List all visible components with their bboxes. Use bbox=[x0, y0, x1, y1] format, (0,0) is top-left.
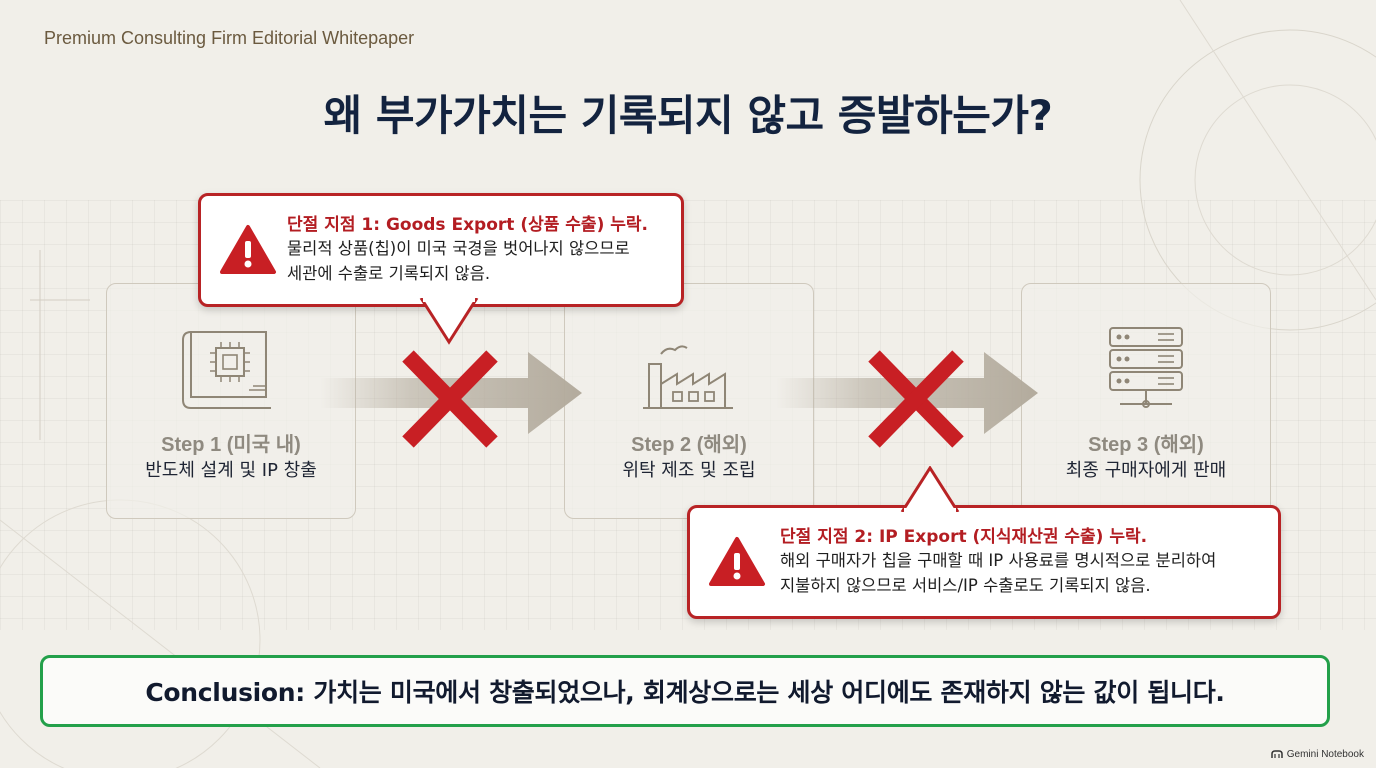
break-x-icon-1 bbox=[402, 350, 498, 448]
callout-1-body: 물리적 상품(칩)이 미국 국경을 벗어나지 않으므로 세관에 수출로 기록되지… bbox=[287, 236, 630, 286]
eyebrow-label: Premium Consulting Firm Editorial Whitep… bbox=[44, 28, 415, 48]
factory-icon bbox=[643, 345, 733, 409]
server-rack-icon bbox=[1109, 327, 1183, 408]
step-3-name: Step 3 (해외) bbox=[1088, 434, 1204, 456]
callout-1-line-1: 물리적 상품(칩)이 미국 국경을 벗어나지 않으므로 bbox=[287, 239, 630, 258]
step-card-1: Step 1 (미국 내) 반도체 설계 및 IP 창출 bbox=[106, 283, 356, 519]
step-2-name: Step 2 (해외) bbox=[631, 434, 747, 456]
callout-2-body: 해외 구매자가 칩을 구매할 때 IP 사용료를 명시적으로 분리하여 지불하지… bbox=[780, 548, 1216, 598]
warning-icon bbox=[709, 537, 765, 586]
callout-break-point-2: 단절 지점 2: IP Export (지식재산권 수출) 누락. 해외 구매자… bbox=[687, 466, 1281, 619]
break-x-icon-2 bbox=[868, 350, 964, 448]
callout-2-line-2: 지불하지 않으므로 서비스/IP 수출로도 기록되지 않음. bbox=[780, 576, 1151, 595]
watermark: Gemini Notebook bbox=[1270, 749, 1364, 760]
callout-break-point-1: 단절 지점 1: Goods Export (상품 수출) 누락. 물리적 상품… bbox=[198, 193, 684, 345]
chip-blueprint-icon bbox=[182, 331, 271, 409]
callout-1-line-2: 세관에 수출로 기록되지 않음. bbox=[287, 264, 491, 283]
step-3-desc: 최종 구매자에게 판매 bbox=[1065, 460, 1227, 481]
watermark-text: Gemini Notebook bbox=[1286, 749, 1364, 760]
notebook-logo-icon bbox=[1270, 750, 1283, 758]
warning-icon bbox=[220, 225, 276, 274]
callout-tail bbox=[900, 466, 960, 512]
callout-2-title: 단절 지점 2: IP Export (지식재산권 수출) 누락. bbox=[780, 527, 1148, 547]
callout-2-line-1: 해외 구매자가 칩을 구매할 때 IP 사용료를 명시적으로 분리하여 bbox=[780, 551, 1217, 570]
conclusion-box: Conclusion: 가치는 미국에서 창출되었으나, 회계상으로는 세상 어… bbox=[40, 655, 1330, 727]
page-title: 왜 부가가치는 기록되지 않고 증발하는가? bbox=[323, 91, 1053, 140]
callout-1-title: 단절 지점 1: Goods Export (상품 수출) 누락. bbox=[287, 215, 648, 235]
step-2-desc: 위탁 제조 및 조립 bbox=[622, 460, 756, 481]
conclusion-text: Conclusion: 가치는 미국에서 창출되었으나, 회계상으로는 세상 어… bbox=[145, 678, 1225, 707]
step-1-name: Step 1 (미국 내) bbox=[161, 434, 301, 456]
step-card-2: Step 2 (해외) 위탁 제조 및 조립 bbox=[564, 283, 814, 519]
step-card-3: Step 3 (해외) 최종 구매자에게 판매 bbox=[1021, 283, 1271, 519]
step-1-desc: 반도체 설계 및 IP 창출 bbox=[145, 460, 317, 481]
callout-tail bbox=[419, 298, 479, 345]
